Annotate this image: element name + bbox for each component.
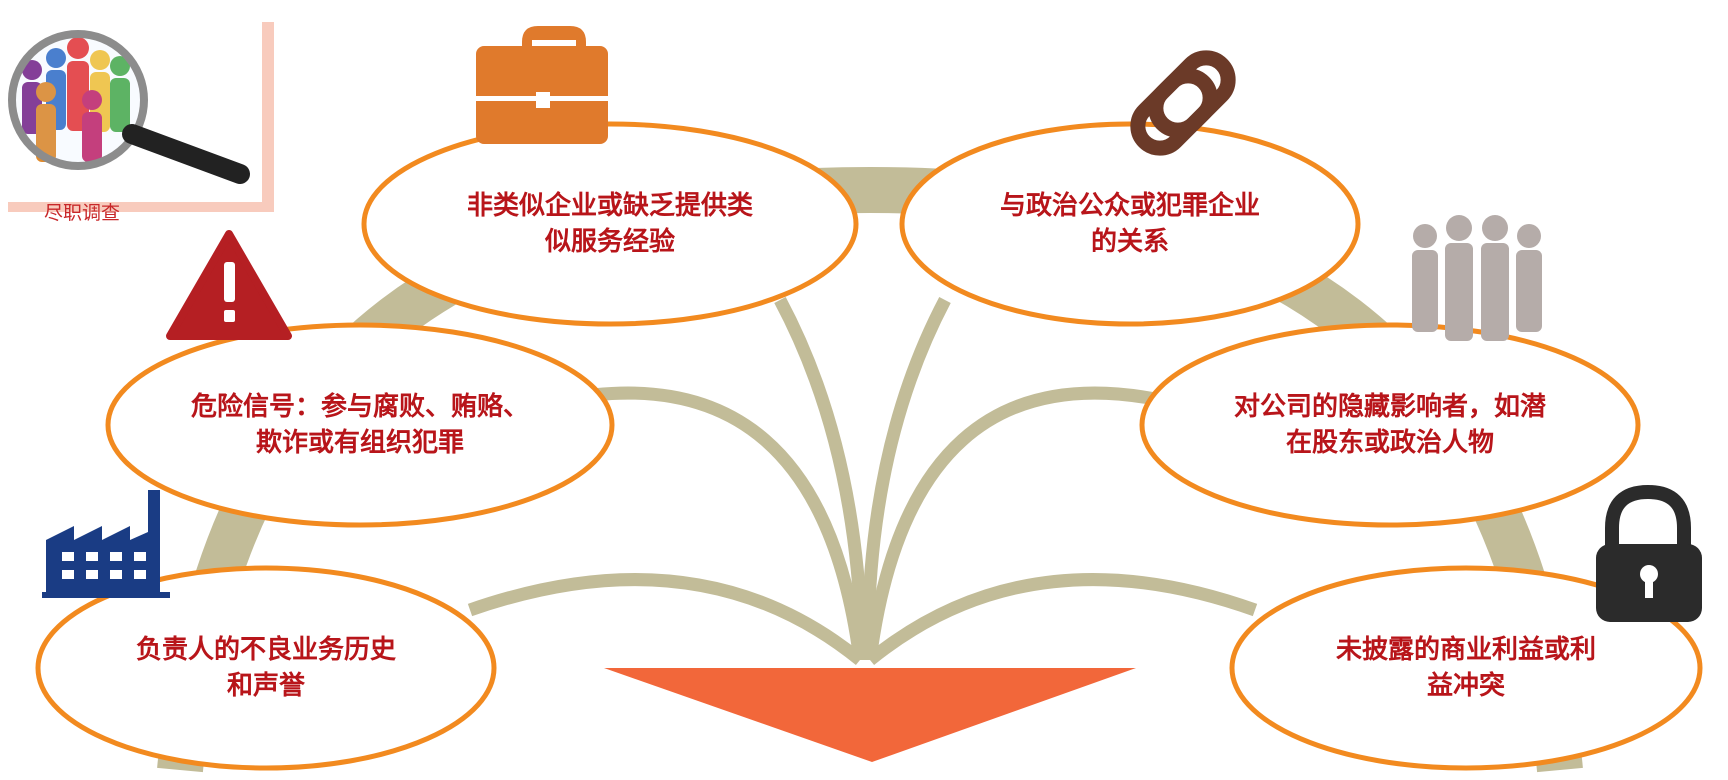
ellipse-inexperience <box>361 121 859 327</box>
people-group-icon <box>1412 215 1542 341</box>
node-line: 在股东或政治人物 <box>1285 428 1494 458</box>
magnifier-people-icon <box>8 22 274 212</box>
due-diligence-badge: 尽职调查 <box>8 22 276 224</box>
node-inexperience: 非类似企业或缺乏提供类 似服务经验 <box>384 174 836 274</box>
node-line: 欺诈或有组织犯罪 <box>255 428 464 458</box>
ellipse-political <box>899 121 1361 327</box>
ellipse-conflict <box>1229 565 1703 771</box>
node-line: 和声誉 <box>226 671 305 701</box>
padlock-icon <box>1596 484 1702 622</box>
node-line: 益冲突 <box>1426 671 1505 701</box>
briefcase-icon <box>476 26 608 144</box>
node-line: 未披露的商业利益或利 <box>1335 635 1596 665</box>
chain-link-icon <box>1130 50 1236 156</box>
node-line: 危险信号：参与腐败、贿赂、 <box>190 392 529 422</box>
node-line: 的关系 <box>1090 227 1169 257</box>
factory-icon <box>42 490 170 598</box>
badge-label: 尽职调查 <box>44 202 121 224</box>
node-redflag: 危险信号：参与腐败、贿赂、 欺诈或有组织犯罪 <box>128 375 592 475</box>
ellipse-redflag <box>105 322 615 528</box>
ellipse-history <box>35 565 497 771</box>
node-line: 非类似企业或缺乏提供类 <box>466 191 753 221</box>
node-hidden: 对公司的隐藏影响者，如潜 在股东或政治人物 <box>1162 375 1618 475</box>
node-line: 对公司的隐藏影响者，如潜 <box>1233 392 1546 422</box>
ellipse-hidden <box>1139 322 1641 528</box>
node-political: 与政治公众或犯罪企业 的关系 <box>920 174 1340 274</box>
warning-icon <box>166 230 292 340</box>
node-line: 负责人的不良业务历史 <box>135 635 396 665</box>
node-history: 负责人的不良业务历史 和声誉 <box>56 618 476 718</box>
converging-curves <box>467 296 1258 666</box>
node-line: 似服务经验 <box>544 227 675 257</box>
node-conflict: 未披露的商业利益或利 益冲突 <box>1250 618 1682 718</box>
node-line: 与政治公众或犯罪企业 <box>999 191 1260 221</box>
convergence-arrow <box>604 668 1136 762</box>
